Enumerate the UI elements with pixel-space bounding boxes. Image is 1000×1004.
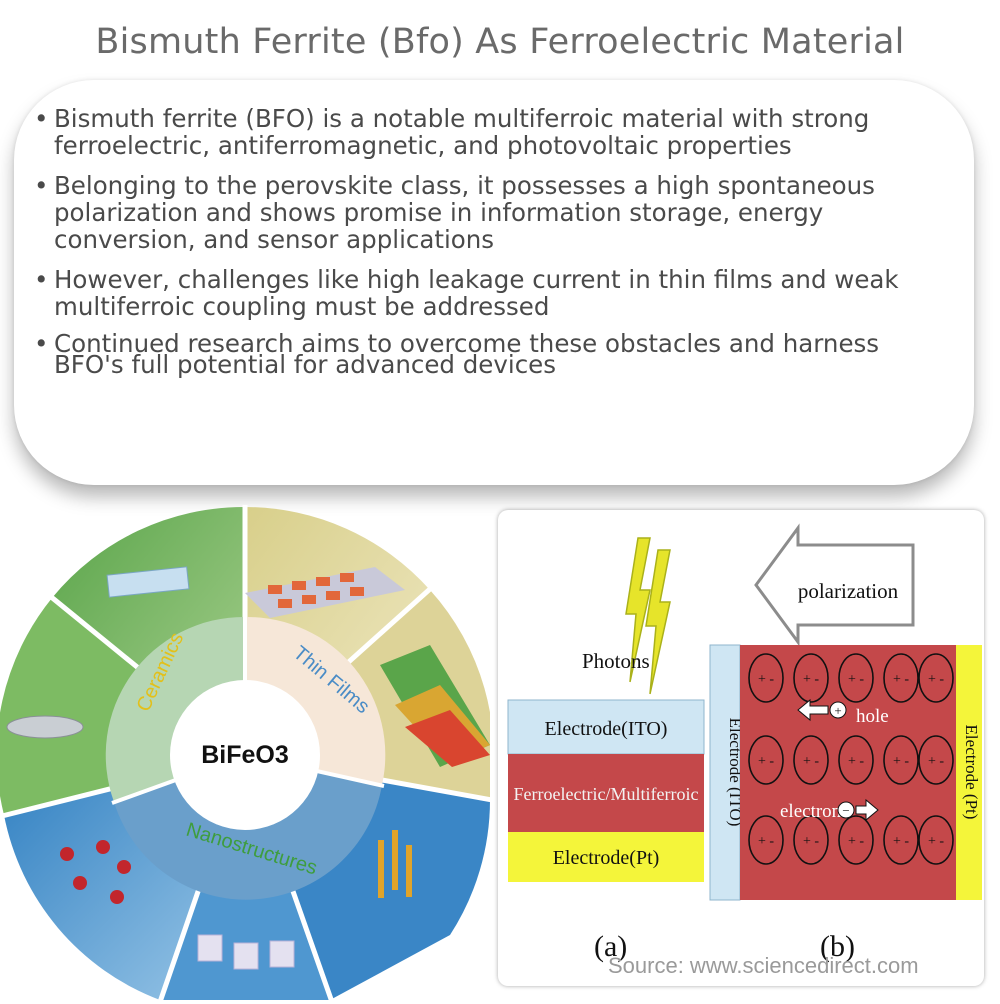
- bfo-wheel: BiFeO3 Ceramics Thin Films Nanostructure…: [0, 505, 494, 1003]
- photon-bolt-icon: [645, 549, 671, 695]
- bullet-item: Belonging to the perovskite class, it po…: [34, 172, 934, 253]
- nanowire-sample: [378, 830, 412, 898]
- hole-label: hole: [856, 706, 889, 727]
- hub-label: BiFeO3: [201, 741, 289, 769]
- layer-ito: [507, 699, 705, 755]
- dipole-charge-icon: + -: [848, 754, 864, 769]
- electron-label: electron: [780, 801, 842, 822]
- dipole-charge-icon: + -: [803, 754, 819, 769]
- dipole-icon: [793, 735, 829, 785]
- dipole-grid: + - + - + - + - + - + - + - + - + - + - + - + - + - +…: [748, 653, 954, 865]
- dipole-charge-icon: + -: [928, 672, 944, 687]
- polarization-arrow-icon: [754, 523, 915, 647]
- dipole-icon: [748, 653, 784, 703]
- hole-icon: [829, 701, 847, 719]
- bfo-photovoltaic-diagram: Photons Electrode(ITO) Ferroelectric/Mul…: [498, 510, 984, 986]
- layer-ferroelectric: [508, 754, 704, 832]
- dipole-icon: [838, 735, 874, 785]
- dipole-charge-icon: + -: [893, 672, 909, 687]
- layer-ferroelectric-label: Ferroelectric/Multiferroic: [514, 784, 699, 804]
- source-watermark: Source: www.sciencedirect.com: [608, 953, 919, 978]
- right-electrode-label: Electrode (Pt): [962, 725, 981, 820]
- bullet-item: Bismuth ferrite (BFO) is a notable multi…: [34, 105, 934, 159]
- photons-label: Photons: [582, 649, 650, 673]
- dipole-icon: [748, 815, 784, 865]
- dipole-charge-icon: + -: [928, 834, 944, 849]
- svg-text:−: −: [842, 803, 849, 818]
- dipole-icon: [883, 735, 919, 785]
- dipole-icon: [838, 653, 874, 703]
- dipole-icon: [918, 735, 954, 785]
- right-electrode: [956, 645, 982, 900]
- dipole-charge-icon: + -: [758, 834, 774, 849]
- dipole-charge-icon: + -: [893, 834, 909, 849]
- bullet-item: Continued research aims to overcome thes…: [34, 331, 934, 377]
- nanosheet-sample: [197, 934, 295, 970]
- dipole-charge-icon: + -: [803, 672, 819, 687]
- dipole-charge-icon: + -: [928, 754, 944, 769]
- ceramic-disc-sample: [6, 715, 84, 739]
- svg-text:+: +: [834, 703, 841, 718]
- electron-icon: [837, 801, 855, 819]
- nanoparticle-sample: [60, 840, 131, 904]
- dipole-charge-icon: + -: [848, 672, 864, 687]
- dipole-icon: [838, 815, 874, 865]
- dipole-charge-icon: + -: [803, 834, 819, 849]
- dipole-icon: [748, 735, 784, 785]
- dipole-charge-icon: + -: [848, 834, 864, 849]
- dipole-icon: [883, 653, 919, 703]
- thin-film-layers-sample: [380, 645, 490, 767]
- dipole-icon: [918, 815, 954, 865]
- page-title: Bismuth Ferrite (Bfo) As Ferroelectric M…: [95, 22, 905, 62]
- thin-film-chip-sample: [245, 567, 405, 618]
- layer-pt: [508, 832, 704, 882]
- bullet-list: Bismuth ferrite (BFO) is a notable multi…: [34, 105, 934, 388]
- wheel-hub: [170, 680, 320, 830]
- layer-pt-label: Electrode(Pt): [553, 847, 660, 869]
- dipole-charge-icon: + -: [758, 754, 774, 769]
- ceramic-bar-sample: [106, 566, 190, 598]
- polarization-label: polarization: [798, 579, 899, 603]
- panel-a-label: (a): [594, 930, 627, 963]
- dipole-icon: [918, 653, 954, 703]
- layer-ito-label: Electrode(ITO): [545, 718, 668, 740]
- left-electrode: [709, 644, 741, 901]
- panel-b-label: (b): [820, 930, 855, 963]
- bfo-forms-figure: BiFeO3 Ceramics Thin Films Nanostructure…: [0, 505, 494, 1003]
- hole-arrow-icon: [797, 698, 829, 722]
- dipole-icon: [793, 653, 829, 703]
- dipole-icon: [793, 815, 829, 865]
- dipole-charge-icon: + -: [758, 672, 774, 687]
- dipole-icon: [883, 815, 919, 865]
- photon-bolt-icon: [625, 537, 651, 683]
- electron-arrow-icon: [855, 798, 879, 822]
- dipole-charge-icon: + -: [893, 754, 909, 769]
- bullet-item: However, challenges like high leakage cu…: [34, 266, 934, 320]
